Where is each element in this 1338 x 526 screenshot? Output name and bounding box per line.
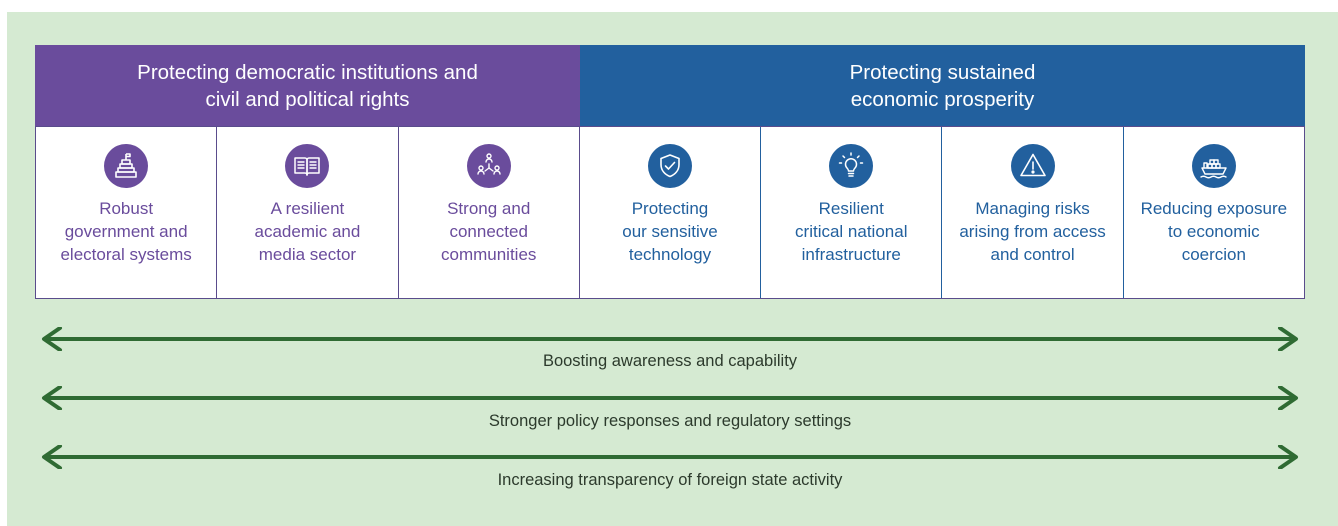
pillar-infrastructure: Resilient critical national infrastructu… [761,127,943,298]
double-arrow-icon [42,445,1298,469]
pillar-government: Robust government and electoral systems [36,127,218,298]
pillar-label: A resilient academic and media sector [254,199,361,264]
open-book-icon [285,144,330,188]
pillar-access-control: Managing risks arising from access and c… [942,127,1124,298]
header-right-text: Protecting sustained economic prosperity [849,60,1036,111]
enabler-transparency-label: Increasing transparency of foreign state… [497,471,843,489]
enabler-awareness-label: Boosting awareness and capability [542,352,798,370]
pillar-label: Strong and connected communities [440,199,537,264]
enabler-policy-label: Stronger policy responses and regulatory… [488,412,852,430]
header-economic-prosperity: Protecting sustained economic prosperity [580,45,1305,126]
double-arrow-icon [42,386,1298,410]
pillar-label: Robust government and electoral systems [60,199,192,264]
warning-triangle-icon [1010,144,1055,188]
cargo-ship-icon [1191,144,1236,188]
pillar-sensitive-technology: Protecting our sensitive technology [580,127,762,298]
double-arrow-awareness [40,327,1300,351]
pillar-academic-media: A resilient academic and media sector [217,127,399,298]
double-arrow-policy [40,386,1300,410]
connected-people-icon [466,144,511,188]
pillar-label: Resilient critical national infrastructu… [795,199,908,264]
pillar-economic-coercion: Reducing exposure to economic coercion [1124,127,1304,298]
header-democratic-institutions: Protecting democratic institutions and c… [35,45,580,126]
pillar-label: Reducing exposure to economic coercion [1140,199,1288,264]
pillar-label: Protecting our sensitive technology [622,199,718,264]
government-building-icon [104,144,149,188]
pillar-grid: Protecting democratic institutions and c… [35,45,1305,299]
pillar-label: Managing risks arising from access and c… [959,199,1106,264]
pillar-communities: Strong and connected communities [399,127,580,298]
shield-check-icon [647,144,692,188]
pillar-cells: Robust government and electoral systems … [35,126,1305,299]
double-arrow-transparency [40,445,1300,469]
lightbulb-icon [829,144,874,188]
double-arrow-icon [42,327,1298,351]
header-left-text: Protecting democratic institutions and c… [137,60,478,111]
